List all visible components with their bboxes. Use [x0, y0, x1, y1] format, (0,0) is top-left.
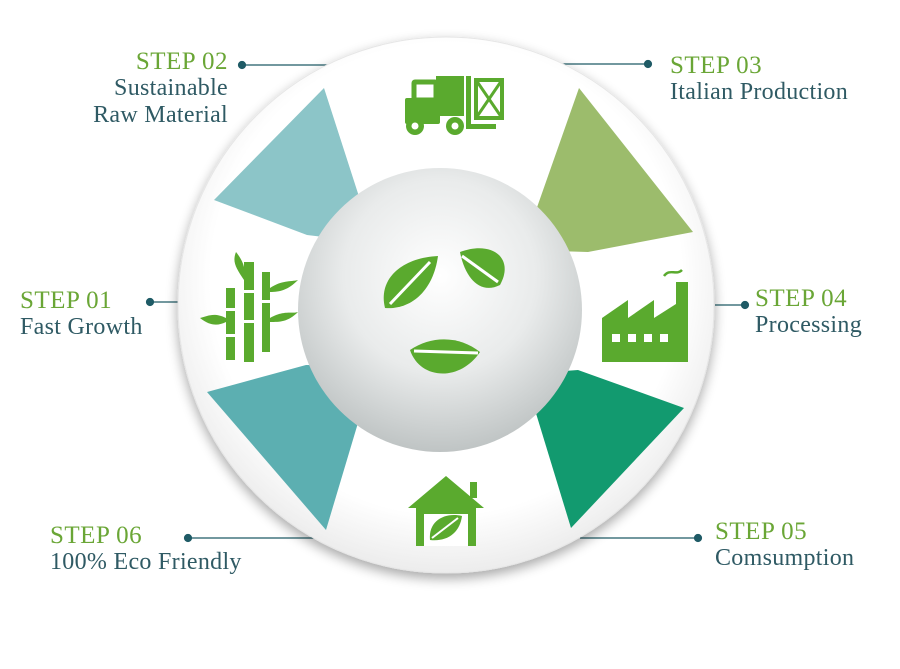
segment-step-05 [524, 370, 684, 528]
step-04-desc: Processing [755, 312, 862, 338]
leader-dot-step-03 [643, 59, 653, 69]
step-06-title: STEP 06 [50, 522, 143, 549]
forklift-icon [405, 76, 504, 135]
factory-icon [602, 269, 688, 362]
step-06-label: STEP 06 100% Eco Friendly [50, 522, 242, 576]
leader-lines [145, 59, 750, 543]
bamboo-icon [200, 252, 298, 362]
step-02-title: STEP 02 [135, 48, 228, 75]
inner-disc [298, 168, 582, 452]
segment-step-03 [522, 88, 693, 252]
recycle-leaves-icon [383, 248, 505, 374]
segment-step-06 [207, 365, 375, 530]
step-05-label: STEP 05 Comsumption [715, 518, 854, 572]
step-03-title: STEP 03 [670, 52, 763, 79]
leader-dot-step-02 [237, 60, 247, 70]
leader-dot-step-04 [740, 300, 750, 310]
step-01-desc: Fast Growth [20, 314, 143, 340]
step-02-label: STEP 02 Sustainable Raw Material [60, 48, 228, 129]
segment-step-02 [214, 88, 374, 243]
step-03-desc: Italian Production [670, 79, 849, 105]
house-leaf-icon [408, 476, 484, 546]
step-01-label: STEP 01 Fast Growth [20, 287, 143, 341]
leader-dot-step-06 [183, 533, 193, 543]
step-02-desc-line-1: Sustainable [114, 75, 228, 101]
step-02-desc-line-2: Raw Material [93, 102, 228, 128]
step-01-title: STEP 01 [20, 287, 113, 314]
step-06-desc: 100% Eco Friendly [50, 549, 242, 575]
step-04-title: STEP 04 [755, 285, 848, 312]
step-05-desc: Comsumption [715, 545, 855, 571]
leader-dot-step-05 [693, 533, 703, 543]
step-03-label: STEP 03 Italian Production [670, 52, 848, 106]
step-04-label: STEP 04 Processing [755, 285, 862, 339]
leader-dot-step-01 [145, 297, 155, 307]
step-05-title: STEP 05 [715, 518, 808, 545]
